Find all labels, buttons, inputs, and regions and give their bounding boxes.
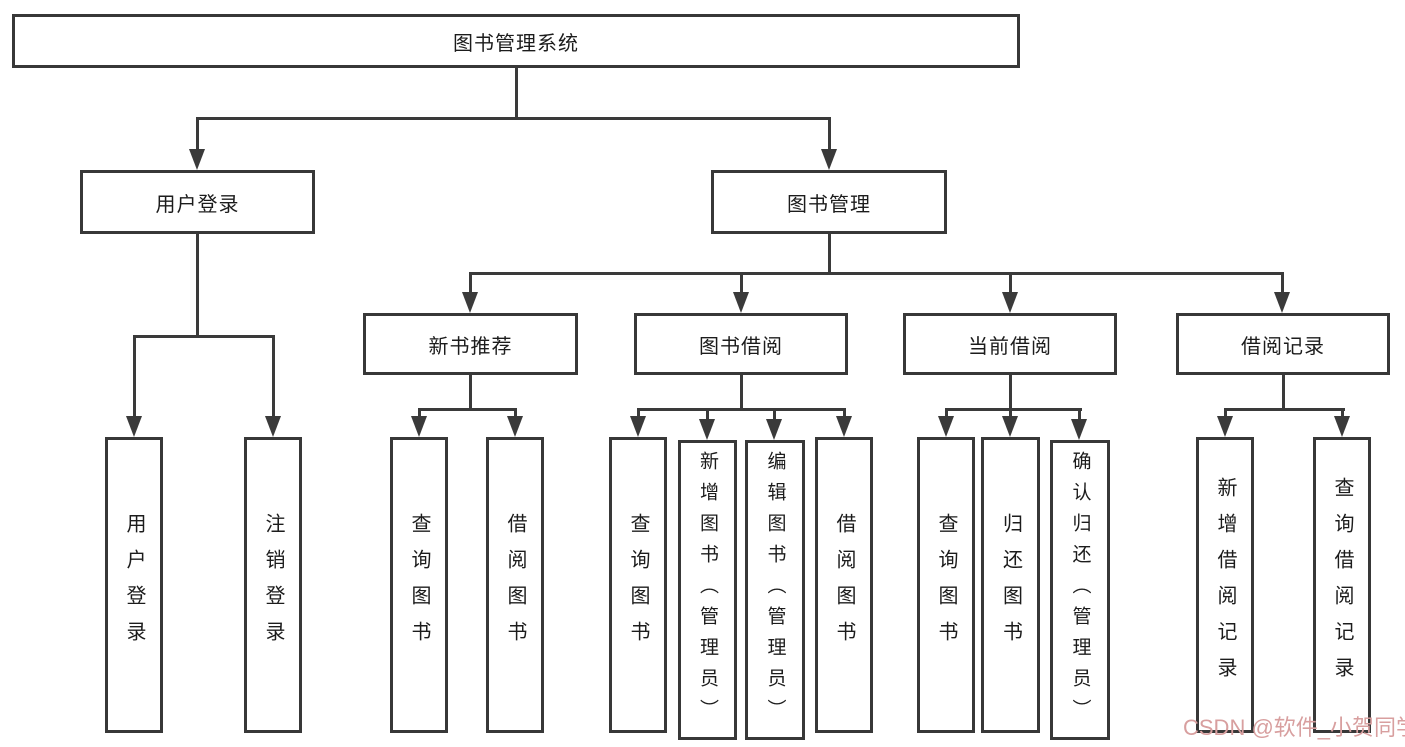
leaf-borrow-books-recommend: 借阅图书 — [486, 437, 544, 733]
node-new-book-recommend-label: 新书推荐 — [428, 335, 513, 358]
node-book-borrowing-label: 图书借阅 — [699, 335, 783, 358]
leaf-borrow-books: 借阅图书 — [815, 437, 873, 733]
node-current-borrowing: 当前借阅 — [903, 313, 1117, 375]
leaf-query-books-recommend: 查询图书 — [390, 437, 448, 733]
arrow-down-icon — [1071, 419, 1087, 440]
leaf-query-books-current: 查询图书 — [917, 437, 975, 733]
connector-drop — [945, 408, 948, 420]
connector-root-bus — [196, 117, 830, 120]
arrow-down-icon — [821, 149, 837, 170]
arrow-down-icon — [733, 292, 749, 313]
arrow-down-icon — [836, 416, 852, 437]
node-book-borrowing: 图书借阅 — [634, 313, 848, 375]
connector-records-bus — [1224, 408, 1345, 411]
arrow-down-icon — [1217, 416, 1233, 437]
arrow-down-icon — [630, 416, 646, 437]
arrow-down-icon — [699, 419, 715, 440]
connector-records-stem — [1282, 375, 1285, 408]
arrow-down-icon — [1274, 292, 1290, 313]
leaf-query-borrow-record: 查询借阅记录 — [1313, 437, 1371, 733]
connector-drop — [773, 408, 776, 422]
connector-drop — [418, 408, 421, 420]
connector-drop-current-borrowing — [1009, 272, 1012, 296]
leaf-query-books-borrow: 查询图书 — [609, 437, 667, 733]
leaf-borrow-books-recommend-label: 借阅图书 — [504, 513, 526, 657]
connector-userlogin-stem — [196, 234, 199, 335]
leaf-logout-label: 注销登录 — [262, 513, 284, 657]
connector-drop — [843, 408, 846, 420]
node-book-management-label: 图书管理 — [787, 193, 871, 216]
leaf-add-books-admin: 新增图书（管理员） — [678, 440, 737, 740]
arrow-down-icon — [1334, 416, 1350, 437]
arrow-down-icon — [1002, 416, 1018, 437]
leaf-borrow-books-label: 借阅图书 — [833, 513, 855, 657]
leaf-add-books-admin-label: 新增图书（管理员） — [697, 450, 718, 730]
leaf-query-books-recommend-label: 查询图书 — [408, 513, 430, 657]
arrow-down-icon — [462, 292, 478, 313]
connector-drop-leaf-logout — [272, 335, 275, 420]
leaf-confirm-return-admin-label: 确认归还（管理员） — [1069, 450, 1091, 730]
connector-userlogin-bus — [133, 335, 275, 338]
connector-drop-leaf-user-login — [133, 335, 136, 420]
arrow-down-icon — [938, 416, 954, 437]
connector-bookmgmt-bus — [469, 272, 1284, 275]
node-borrowing-records-label: 借阅记录 — [1241, 335, 1325, 358]
connector-root-stem — [515, 68, 518, 117]
leaf-add-borrow-record-label: 新增借阅记录 — [1214, 477, 1236, 693]
connector-bookmgmt-stem — [828, 234, 831, 272]
leaf-query-books-borrow-label: 查询图书 — [627, 513, 649, 657]
connector-drop — [1009, 408, 1012, 420]
arrow-down-icon — [126, 416, 142, 437]
connector-drop — [1341, 408, 1344, 420]
leaf-return-books: 归还图书 — [981, 437, 1040, 733]
connector-drop-borrowing-records — [1281, 272, 1284, 296]
csdn-watermark: CSDN @软件_小贺同学 — [1183, 715, 1405, 740]
connector-drop-user-login — [196, 117, 199, 153]
leaf-query-borrow-record-label: 查询借阅记录 — [1331, 477, 1353, 693]
connector-drop — [514, 408, 517, 420]
arrow-down-icon — [411, 416, 427, 437]
node-user-login-label: 用户登录 — [155, 193, 240, 216]
leaf-logout: 注销登录 — [244, 437, 302, 733]
leaf-query-books-current-label: 查询图书 — [935, 513, 957, 657]
leaf-confirm-return-admin: 确认归还（管理员） — [1050, 440, 1110, 740]
node-book-management: 图书管理 — [711, 170, 947, 234]
connector-currentborrow-stem — [1009, 375, 1012, 408]
node-root-library-system: 图书管理系统 — [12, 14, 1020, 68]
arrow-down-icon — [265, 416, 281, 437]
connector-drop-new-book — [469, 272, 472, 296]
connector-drop — [706, 408, 709, 422]
node-user-login: 用户登录 — [80, 170, 315, 234]
leaf-return-books-label: 归还图书 — [999, 513, 1022, 657]
node-current-borrowing-label: 当前借阅 — [968, 335, 1052, 358]
connector-currentborrow-bus — [945, 408, 1082, 411]
arrow-down-icon — [766, 419, 782, 440]
arrow-down-icon — [507, 416, 523, 437]
node-root-label: 图书管理系统 — [453, 32, 579, 55]
connector-drop-book-borrowing — [740, 272, 743, 296]
node-new-book-recommend: 新书推荐 — [363, 313, 578, 375]
connector-newbook-bus — [418, 408, 517, 411]
connector-drop — [1078, 408, 1081, 422]
connector-drop — [1224, 408, 1227, 420]
leaf-user-login: 用户登录 — [105, 437, 163, 733]
connector-drop — [637, 408, 640, 420]
arrow-down-icon — [1002, 292, 1018, 313]
connector-newbook-stem — [469, 375, 472, 408]
connector-bookborrow-bus — [637, 408, 846, 411]
connector-drop-book-management — [828, 117, 831, 153]
leaf-user-login-label: 用户登录 — [123, 513, 145, 657]
connector-bookborrow-stem — [740, 375, 743, 408]
leaf-edit-books-admin: 编辑图书（管理员） — [745, 440, 805, 740]
leaf-edit-books-admin-label: 编辑图书（管理员） — [764, 450, 786, 730]
arrow-down-icon — [189, 149, 205, 170]
leaf-add-borrow-record: 新增借阅记录 — [1196, 437, 1254, 733]
node-borrowing-records: 借阅记录 — [1176, 313, 1390, 375]
